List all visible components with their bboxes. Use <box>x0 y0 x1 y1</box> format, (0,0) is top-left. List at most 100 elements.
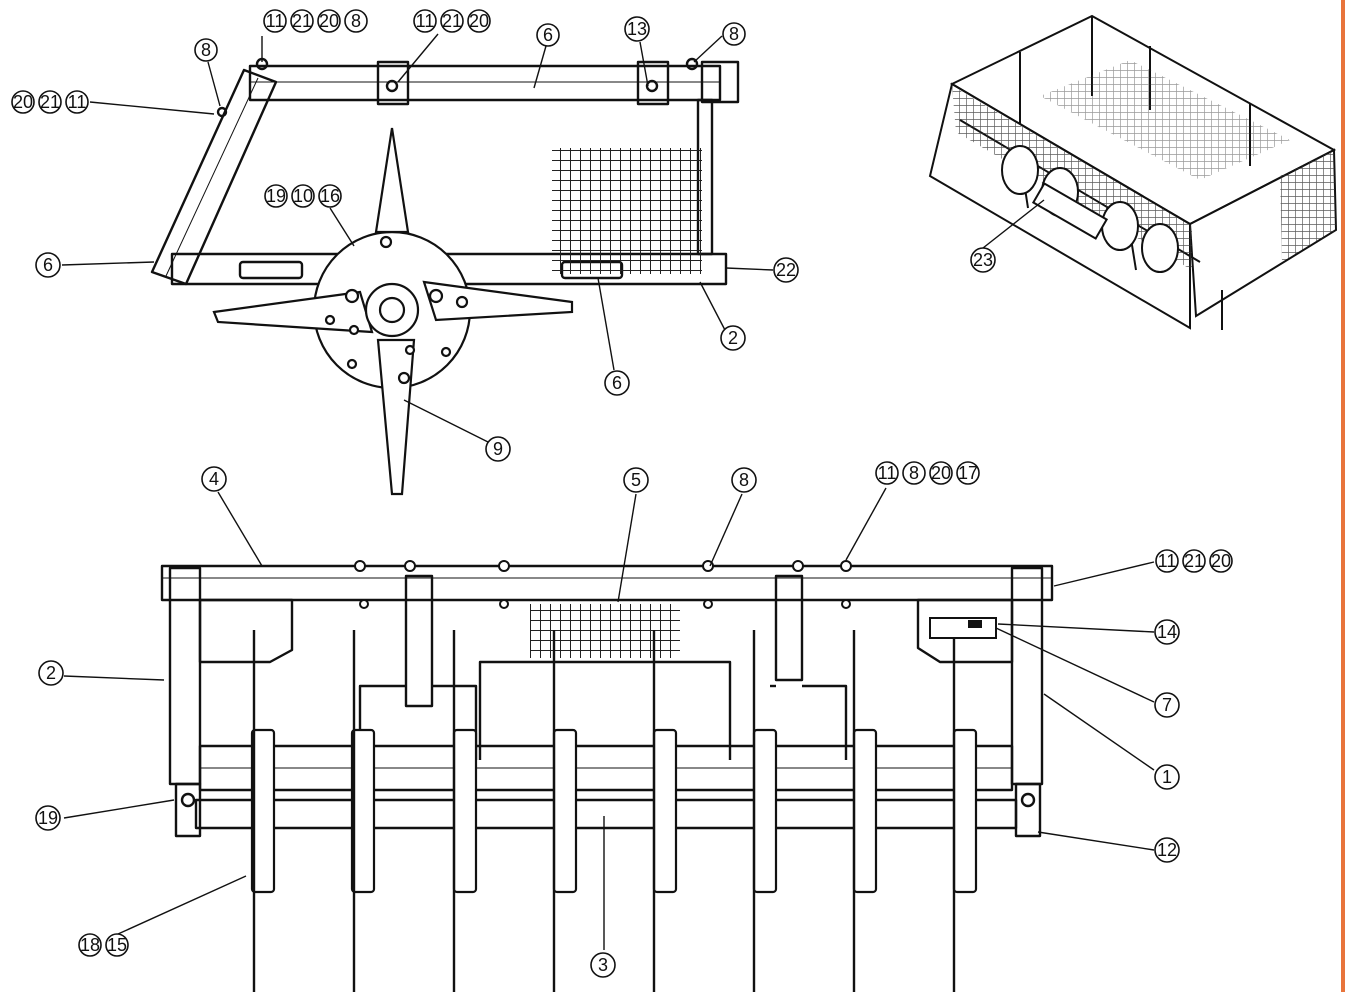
callout-11: 11 <box>878 463 897 483</box>
callout-text: 8 <box>729 24 739 44</box>
callout-group-side-tl-1: 11 21 20 8 <box>263 9 368 33</box>
callout-side-left-8: 8 <box>194 38 218 62</box>
front-view-drawing <box>160 564 1054 838</box>
callout-front-right-7: 7 <box>1154 692 1180 718</box>
front-hanger-right <box>774 574 804 682</box>
callout-group-front-top: 11 8 20 17 <box>875 461 980 485</box>
side-front-member <box>150 68 278 286</box>
side-view-drawing <box>150 57 740 286</box>
callout-text: 2 <box>46 663 56 683</box>
callout-side-right-22: 22 <box>773 257 799 283</box>
callout-text: 5 <box>631 470 641 490</box>
front-top-bolts <box>354 560 852 609</box>
callout-11: 11 <box>1158 551 1177 571</box>
callout-8: 8 <box>909 463 919 483</box>
front-rotor-discs <box>250 728 978 894</box>
page-edge-stripe <box>1341 0 1345 992</box>
rotor-tine-right <box>422 280 574 322</box>
callout-text: 3 <box>598 955 608 975</box>
callout-21: 21 <box>442 11 462 31</box>
callout-text: 8 <box>201 40 211 60</box>
callout-text: 6 <box>612 373 622 393</box>
callout-text: 8 <box>739 470 749 490</box>
leader-lines <box>61 33 1155 950</box>
callout-front-right-12: 12 <box>1154 837 1180 863</box>
side-mesh-screen <box>552 148 702 274</box>
iso-rotors <box>1001 145 1179 273</box>
callout-group-front-right: 11 21 20 <box>1155 549 1233 573</box>
callout-front-left-2: 2 <box>38 660 64 686</box>
callout-text: 13 <box>627 19 647 39</box>
callout-20: 20 <box>469 11 489 31</box>
rotor-tine-up <box>374 127 410 234</box>
callout-group-front-left: 18 15 <box>78 933 129 957</box>
callout-text: 19 <box>38 808 58 828</box>
callout-11: 11 <box>68 92 87 112</box>
side-end-cap <box>700 60 740 104</box>
side-bracket-right <box>636 60 670 106</box>
callout-group-side-tl-2: 11 21 20 <box>413 9 491 33</box>
front-top-beam <box>160 564 1054 602</box>
front-rotor-shaft <box>194 798 1018 830</box>
side-pad-left <box>238 260 304 280</box>
callout-side-left-6: 6 <box>35 252 61 278</box>
callout-text: 23 <box>973 250 993 270</box>
callout-front-bottom-3: 3 <box>590 952 616 978</box>
callout-text: 9 <box>493 439 503 459</box>
callout-8: 8 <box>351 11 361 31</box>
front-tines <box>252 630 956 992</box>
callout-20: 20 <box>931 463 951 483</box>
side-top-rail <box>248 64 722 102</box>
callout-16: 16 <box>320 186 340 206</box>
callout-10: 10 <box>293 186 313 206</box>
callout-side-right-8: 8 <box>722 22 746 46</box>
callout-side-right-2: 2 <box>720 325 746 351</box>
side-rotor <box>212 127 574 496</box>
callout-text: 12 <box>1157 840 1177 860</box>
iso-mesh-side <box>1280 150 1336 262</box>
callout-text: 6 <box>43 255 53 275</box>
callout-front-top-8: 8 <box>731 467 757 493</box>
callout-side-top-13: 13 <box>624 16 650 42</box>
callout-21: 21 <box>292 11 312 31</box>
callout-20: 20 <box>13 92 33 112</box>
callout-group-side-hub: 19 10 16 <box>264 184 342 208</box>
side-bracket-left <box>376 60 410 106</box>
callout-front-left-19: 19 <box>35 805 61 831</box>
callout-21: 21 <box>1184 551 1204 571</box>
callout-text: 22 <box>776 260 796 280</box>
iso-tines-bed <box>1040 60 1290 180</box>
callout-11: 11 <box>416 11 435 31</box>
callout-text: 4 <box>209 469 219 489</box>
callout-21: 21 <box>40 92 60 112</box>
callout-side-bottom-6: 6 <box>604 370 630 396</box>
callout-side-top-6: 6 <box>536 23 560 47</box>
front-left-gusset <box>198 598 294 664</box>
iso-frame-front <box>928 82 1191 330</box>
front-right-gusset <box>916 598 1014 664</box>
callout-iso-23: 23 <box>970 247 996 273</box>
callout-group-side-left: 20 21 11 <box>11 90 89 114</box>
callout-text: 1 <box>1162 767 1172 787</box>
callout-15: 15 <box>107 935 127 955</box>
callout-11: 11 <box>266 11 285 31</box>
callout-17: 17 <box>958 463 978 483</box>
front-mesh-screen <box>530 604 680 658</box>
callout-text: 6 <box>543 25 553 45</box>
front-decal-plate <box>929 617 997 639</box>
callout-text: 7 <box>1162 695 1172 715</box>
callout-labels: 11 21 20 8 11 21 20 6 13 8 8 <box>11 9 1233 978</box>
callout-front-right-1: 1 <box>1154 764 1180 790</box>
callout-20: 20 <box>1211 551 1231 571</box>
callout-front-top-4: 4 <box>201 466 227 492</box>
callout-side-tine-9: 9 <box>485 436 511 462</box>
callout-text: 14 <box>1157 622 1177 642</box>
front-hanger-left <box>404 574 434 708</box>
callout-20: 20 <box>319 11 339 31</box>
callout-19: 19 <box>266 186 286 206</box>
callout-18: 18 <box>80 935 100 955</box>
callout-text: 2 <box>728 328 738 348</box>
rotor-tine-down <box>376 338 416 496</box>
callout-front-right-14: 14 <box>1154 619 1180 645</box>
